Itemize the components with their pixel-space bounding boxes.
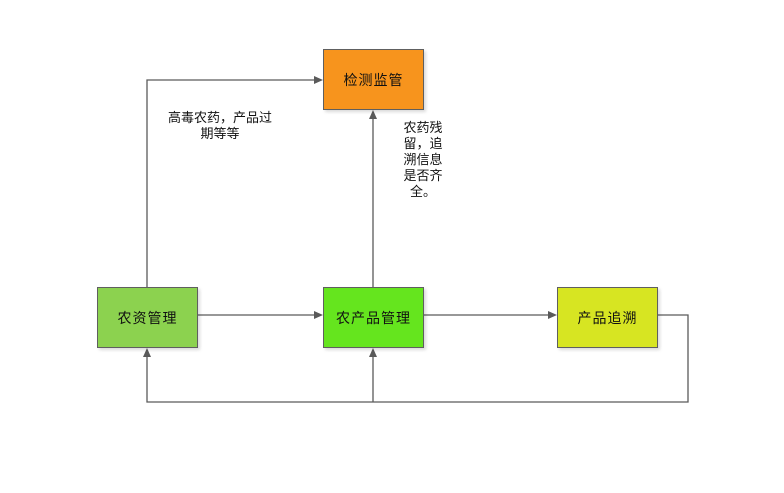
annotation-line: 留，追 — [403, 136, 443, 151]
node-detection-label: 检测监管 — [343, 71, 404, 88]
connector-farm-input-to-detection — [146, 79, 315, 287]
node-farm-input: 农资管理 — [97, 287, 198, 348]
arrowhead-into-detection-left — [314, 76, 323, 84]
node-detection: 检测监管 — [323, 49, 424, 110]
annotation-line: 高毒农药，产品过 — [167, 110, 272, 125]
arrowhead-into-trace-left — [548, 311, 557, 319]
node-trace: 产品追溯 — [557, 287, 658, 348]
arrowhead-into-farm-input-bottom — [143, 348, 151, 357]
node-farm-input-label: 农资管理 — [117, 309, 178, 326]
arrowhead-into-detection-bottom — [369, 110, 377, 119]
annotation-line: 期等等 — [200, 126, 240, 141]
arrowhead-into-farm-product-left — [314, 311, 323, 319]
connector-trace-to-farm-input — [146, 314, 689, 403]
annotation-line: 农药残 — [403, 120, 443, 135]
node-trace-label: 产品追溯 — [577, 309, 638, 326]
annotation-line: 全。 — [409, 184, 436, 199]
annotation-toxic-pesticide: 高毒农药，产品过 期等等 — [159, 110, 281, 142]
arrowhead-into-farm-product-bottom — [369, 348, 377, 357]
annotation-line: 是否齐 — [403, 168, 443, 183]
node-farm-product: 农产品管理 — [323, 287, 424, 348]
annotation-line: 溯信息 — [403, 152, 443, 167]
annotation-pesticide-residue: 农药残 留，追 溯信息 是否齐 全。 — [400, 120, 446, 200]
node-farm-product-label: 农产品管理 — [336, 309, 411, 326]
